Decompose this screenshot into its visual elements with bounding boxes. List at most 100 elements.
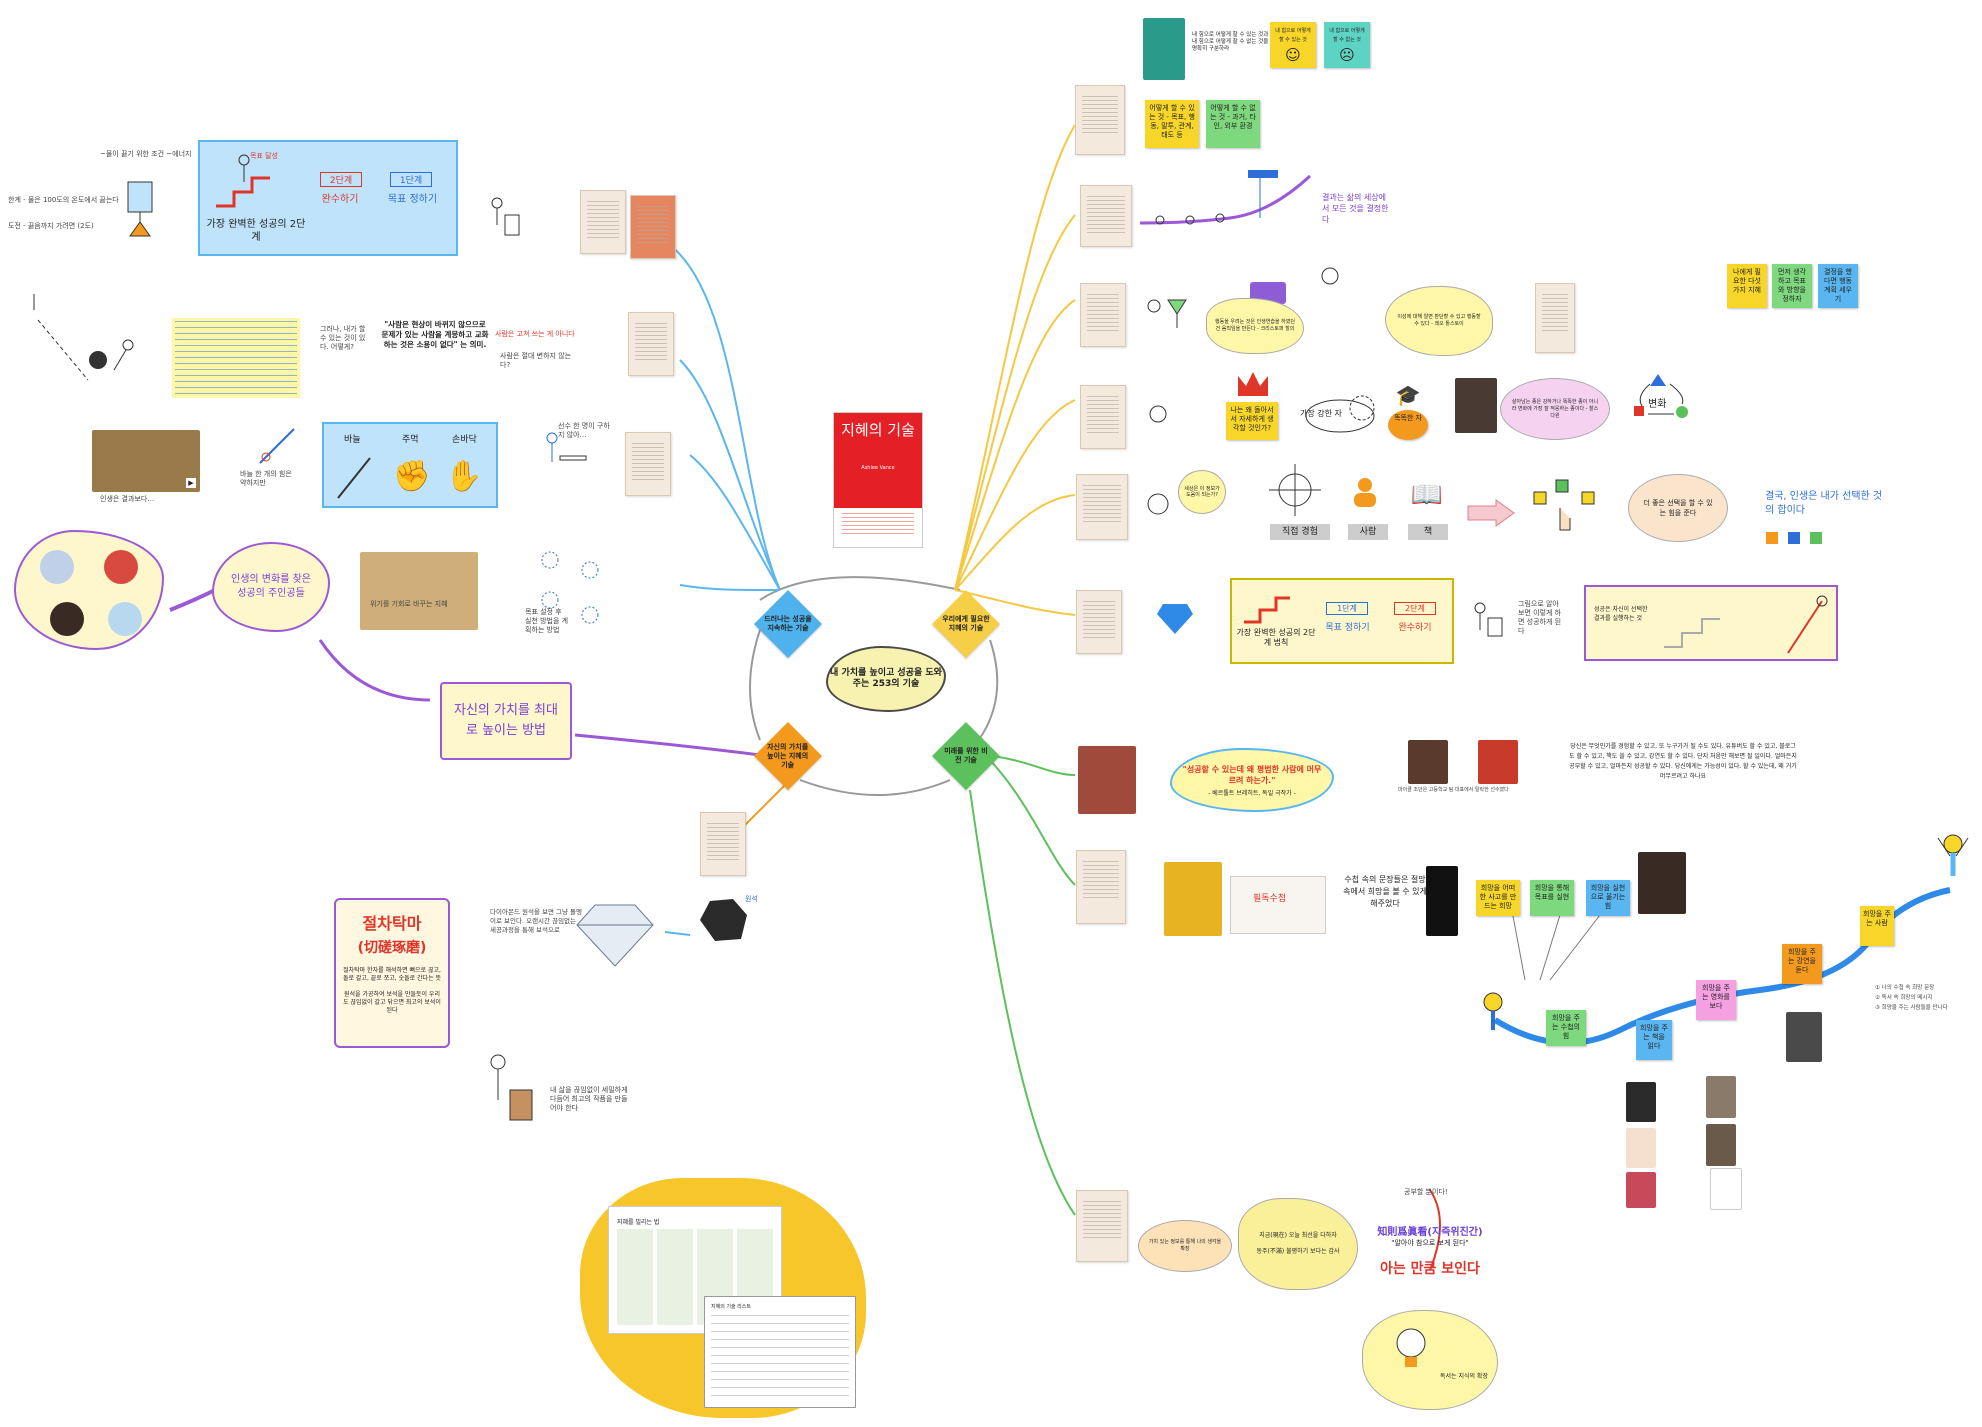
center-node[interactable]: 내 가치를 높이고 성공을 도와주는 253의 기술: [826, 646, 946, 712]
power-cloud[interactable]: 더 좋은 선택을 할 수 있는 힘을 준다: [1628, 474, 1728, 542]
long-text: 당신은 무엇인가를 경험할 수 있고, 또 누구가가 될 수도 있다. 유튜버도…: [1569, 743, 1797, 780]
page-thumb[interactable]: [1535, 283, 1575, 353]
movie-poster: [1706, 1124, 1736, 1166]
quote-cloud[interactable]: 이성에 대해 알면 판단할 수 있고 행동할 수 있다 - 레오 톨스토이: [1385, 286, 1493, 356]
page-thumb[interactable]: [1076, 1190, 1128, 1262]
stairs2-step1-sub: 목표 정하기: [1325, 623, 1370, 633]
climb-step-5-text: 희망을 주는 사람: [1863, 910, 1891, 927]
person-silhouette-icon: [1348, 475, 1382, 509]
person-photo: [108, 602, 142, 636]
bulb-cloud[interactable]: 독서는 지식의 확장: [1362, 1310, 1498, 1410]
page-thumb[interactable]: [1075, 85, 1125, 155]
quote-card[interactable]: 행동을 우려는 것은 인생연습을 하였던 건 움직임을 만든다 - 크리스토퍼 …: [1206, 298, 1304, 354]
climb-step-3-text: 희망을 주는 영화를 보다: [1702, 984, 1730, 1010]
three-sticky-1-text: 나에게 필요한 다섯가지 지혜: [1733, 268, 1761, 294]
quote-side-1: 그러나, 내가 할 수 있는 것이 있다. 어떻게?: [320, 325, 366, 351]
crown-sticky[interactable]: 나는 왜 돌아서서 자세하게 생각할 것인가?: [1226, 402, 1278, 440]
athlete-photo: [1408, 740, 1448, 784]
screen-table[interactable]: 지혜의 기술 리스트: [704, 1296, 856, 1408]
success-cloud[interactable]: "성공할 수 있는데 왜 평범한 사람에 머무르려 하는가." - 베르톨트 브…: [1170, 748, 1334, 812]
screens-blob[interactable]: 지혜를 빌리는 법 지혜의 기술 리스트: [580, 1178, 866, 1418]
movie-poster: [1706, 1076, 1736, 1118]
page-thumb[interactable]: [1080, 385, 1126, 449]
purple-link: [574, 733, 761, 757]
cycle-arrow: [759, 576, 961, 601]
cycle-arrow: [974, 639, 999, 746]
blue-link: [679, 359, 781, 591]
success-cloud-author: - 베르톨트 브레히트, 독일 극작가 -: [1208, 789, 1296, 797]
book-thumb[interactable]: [1143, 18, 1185, 80]
quote-sticky[interactable]: [172, 318, 300, 398]
people-photo-cloud[interactable]: [14, 530, 164, 650]
page-thumb[interactable]: [1076, 590, 1122, 654]
purple-link: [169, 588, 216, 612]
climb-list-2: ② 독서 속 희망의 메시지: [1875, 995, 1933, 1001]
darwin-photo: [1455, 378, 1497, 433]
climb-step-2[interactable]: 희망을 주는 책을 읽다: [1636, 1020, 1672, 1060]
people-cloud-text: 인생의 변화를 찾은 성공의 주인공들: [231, 574, 311, 599]
can-sticky[interactable]: 어떻게 할 수 있는 것 - 목표, 행동, 말투, 관계, 태도 등: [1145, 100, 1199, 148]
note-card[interactable]: 필독수첩: [1230, 876, 1326, 934]
yellow-link: [954, 399, 1076, 591]
three-sticky-3[interactable]: 결정을 했다면 행동 계획 세우기: [1818, 264, 1858, 308]
good-sticky[interactable]: 내 힘으로 어떻게 할 수 있는 것 ☺: [1270, 22, 1316, 68]
cannot-sticky[interactable]: 어떻게 할 수 없는 것 - 과거, 타인, 외부 환경: [1206, 100, 1260, 148]
timeline-note: 결과는 삶의 세상에서 모든 것을 결정한다: [1322, 193, 1389, 224]
climb-step-5[interactable]: 희망을 주는 사람: [1860, 906, 1894, 946]
climb-step-4[interactable]: 희망을 주는 강연을 듣다: [1782, 944, 1822, 984]
bad-sticky[interactable]: 내 힘으로 어떻게 할 수 없는 것 ☹: [1324, 22, 1370, 68]
success-stairs-box[interactable]: 목표 달성 가장 완벽한 성공의 2단계 2단계 완수하기 1단계 목표 정하기: [198, 140, 458, 256]
branch-left-top-label: 드러나는 성공을 지속하는 기술: [764, 615, 812, 632]
gem-icon: [1155, 602, 1195, 636]
page-thumb[interactable]: [1076, 850, 1126, 924]
page-thumb[interactable]: [1076, 474, 1128, 540]
page-thumb[interactable]: [1080, 185, 1132, 247]
needle-note: 바늘 한 개의 힘은 약하지만: [240, 470, 292, 487]
book-cover[interactable]: 지혜의 기술 Ashlee Vance: [833, 412, 923, 548]
book-icon: 📖: [1410, 480, 1444, 510]
stairs2-title: 가장 완벽한 성공의 2단계 법칙: [1236, 628, 1316, 647]
yellow-note-box[interactable]: 성공은 자신이 선택한 결과를 실행하는 것: [1584, 585, 1838, 661]
tools-box[interactable]: 바늘 주먹 손바닥 ✊ ✋: [322, 422, 498, 508]
chajeol-desc1: 절차탁마 한자를 해석하면 뼈으로 끊고, 돌로 갈고, 끝로 쪼고, 숫돌로 …: [342, 967, 442, 982]
stairs-step1: 1단계: [390, 172, 432, 187]
dark-photo: [1638, 852, 1686, 914]
page-thumb[interactable]: [1080, 283, 1126, 347]
success-cloud-text: "성공할 수 있는데 왜 평범한 사람에 머무르려 하는가.": [1182, 764, 1322, 785]
running-photo[interactable]: [360, 552, 478, 630]
three-sticky-3-text: 결정을 했다면 행동 계획 세우기: [1824, 268, 1852, 303]
play-icon: ▶: [186, 478, 196, 488]
hope-sticky-1[interactable]: 희망을 어떠한 사고를 만드는 희망: [1476, 880, 1520, 916]
three-sticky-2[interactable]: 먼저 생각하고 목표와 방향을 정하자: [1772, 264, 1812, 308]
note-card-title: 필독수첩: [1253, 894, 1287, 904]
three-sticky-1[interactable]: 나에게 필요한 다섯가지 지혜: [1727, 264, 1767, 308]
hope-sticky-3[interactable]: 희망을 실천으로 옮기는 힘: [1586, 880, 1630, 916]
frown-icon: ☹: [1339, 45, 1355, 64]
page-thumb[interactable]: [628, 312, 674, 376]
question-cloud[interactable]: 세상은 이 정보가 도움이 되는가?: [1178, 470, 1226, 514]
stairs2-box[interactable]: 가장 완벽한 성공의 2단계 법칙 1단계 목표 정하기 2단계 완수하기: [1230, 578, 1454, 664]
cocktail-icon: [1140, 290, 1190, 340]
hope-sticky-2[interactable]: 희망을 통해 목표를 실현: [1530, 880, 1574, 916]
value-box[interactable]: 자신의 가치를 최대로 높이는 방법: [440, 682, 572, 760]
chajeol-hanja: (切磋琢磨): [357, 940, 427, 956]
climb-step-3[interactable]: 희망을 주는 영화를 보다: [1696, 980, 1736, 1020]
blue-link: [669, 244, 781, 591]
people-cloud[interactable]: 인생의 변화를 찾은 성공의 주인공들: [212, 542, 330, 632]
crown-icon: [1236, 370, 1270, 398]
page-thumb[interactable]: [700, 812, 746, 876]
page-thumb[interactable]: [630, 195, 676, 259]
video-thumbnail[interactable]: ▶: [92, 430, 200, 492]
chajeol-card[interactable]: 절차탁마 (切磋琢磨) 절차탁마 한자를 해석하면 뼈으로 끊고, 돌로 갈고,…: [334, 898, 450, 1048]
red-book-photo[interactable]: [1078, 746, 1136, 814]
page-thumb[interactable]: [580, 190, 626, 254]
bottom-cloud-left[interactable]: 가치 있는 정보를 통해 나의 생각을 확장: [1138, 1220, 1232, 1272]
page-thumb[interactable]: [625, 432, 671, 496]
bottom-cloud-yellow[interactable]: 지금(現在) 오늘 최선을 다하자 동주(不滿) 불평하기 보다는 감사: [1238, 1198, 1358, 1290]
scholar-sticky[interactable]: 똑똑한 자: [1388, 410, 1428, 440]
darwin-quote[interactable]: 살아남는 종은 강하거나 똑똑한 종이 아니라 변화에 가장 잘 적응하는 종이…: [1500, 378, 1610, 440]
graduation-cap-icon: 🎓: [1395, 383, 1421, 407]
climb-step-1[interactable]: 희망을 주는 수첩의 힘: [1546, 1010, 1586, 1046]
quote-card-text: 행동을 우려는 것은 인생연습을 하였던 건 움직임을 만든다 - 크리스토퍼 …: [1215, 319, 1295, 332]
